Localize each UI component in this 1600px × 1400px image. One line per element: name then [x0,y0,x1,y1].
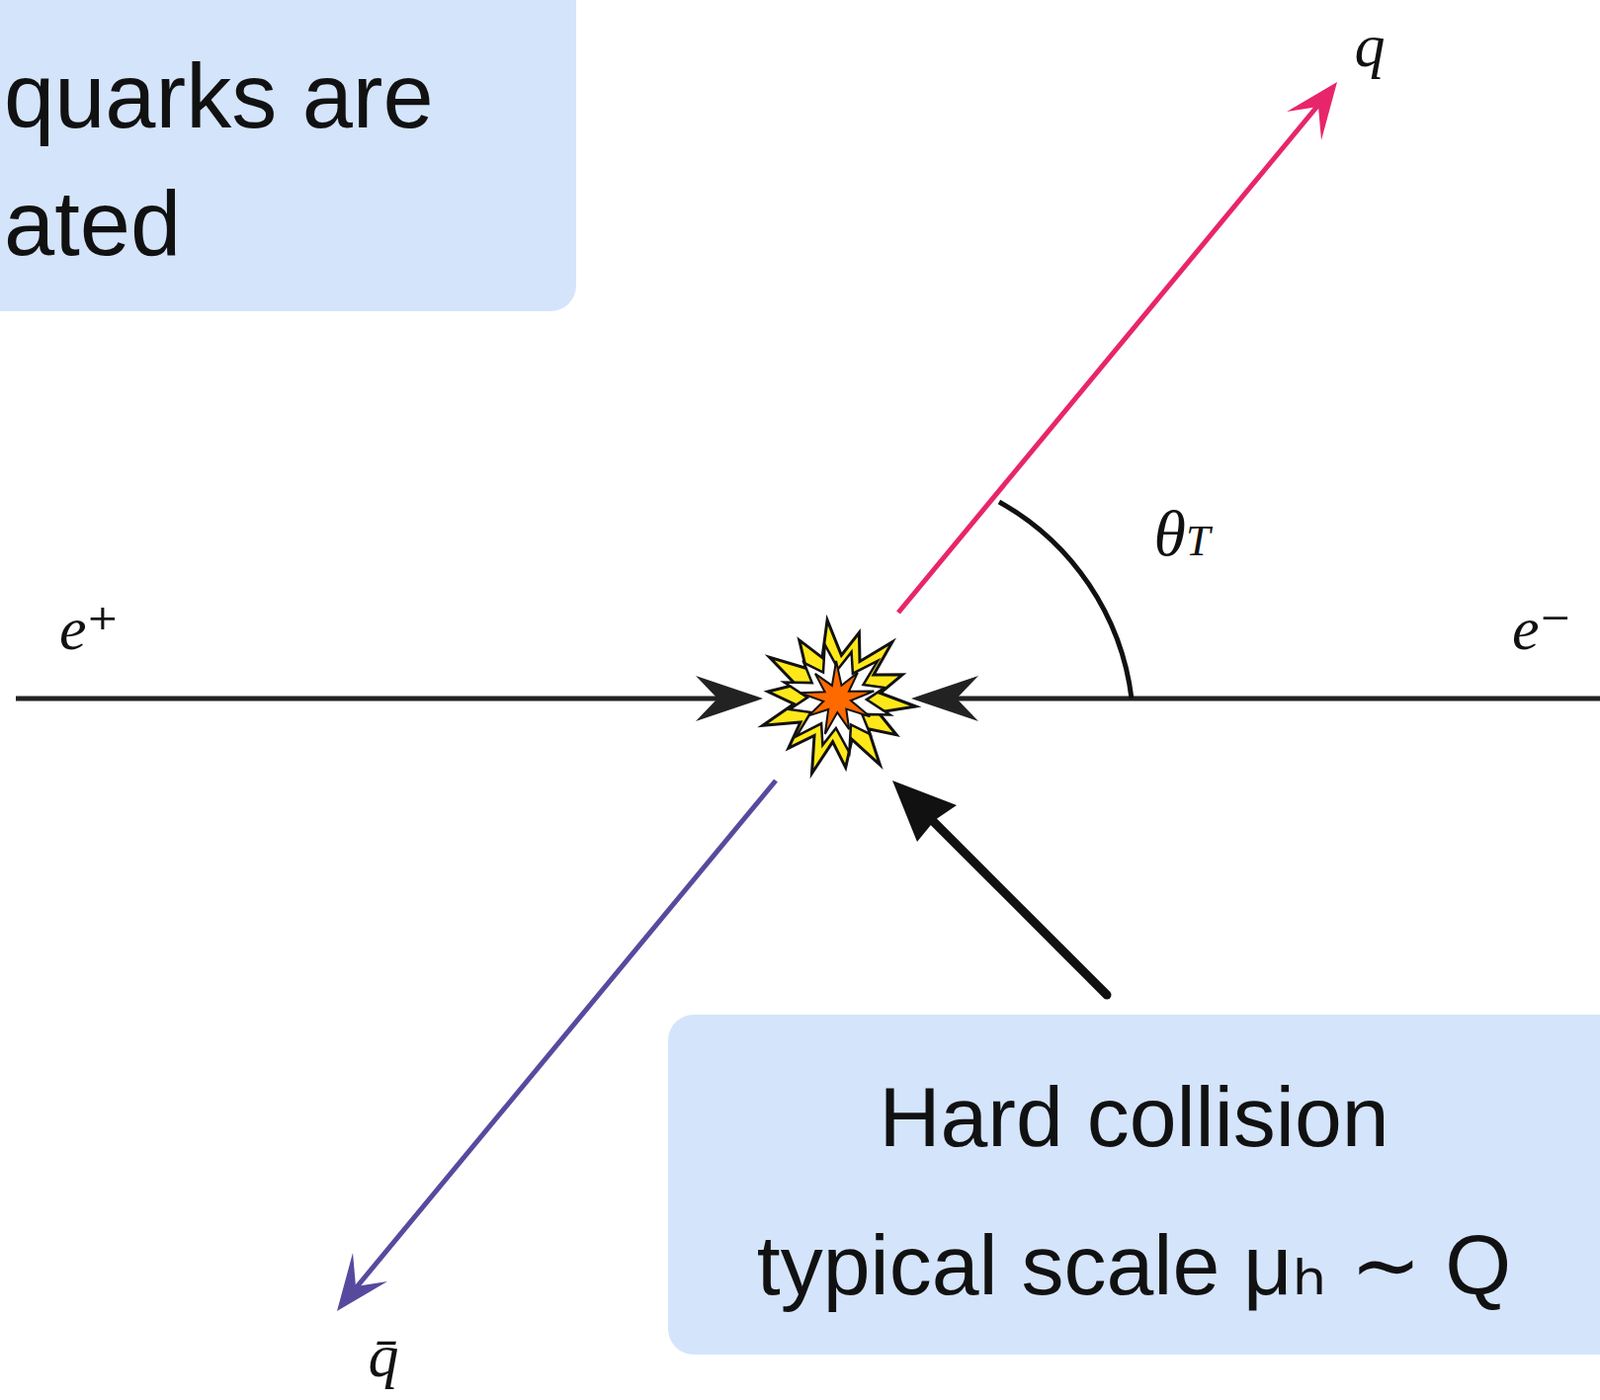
antiquark-arrowhead [336,1253,388,1312]
pointer-arrowhead [892,780,957,843]
callout-box: Hard collisiontypical scale μₕ ∼ Q [668,1014,1600,1355]
beam-arrowhead [911,675,979,722]
callout-box: quarks are ated [0,0,577,312]
quark-arrowhead [1286,82,1338,141]
burst-middle [784,644,891,753]
burst-outer [762,620,917,774]
particle-label: e⁻ [1512,597,1572,660]
burst-core [799,661,874,735]
beam-arrowhead [695,675,763,722]
particle-label: q̄ [368,1325,400,1387]
callout-text: quarks are ated [3,32,499,288]
pointer-arrow [919,807,1107,996]
positron-beam [15,696,752,702]
explosion-symbol [762,620,917,774]
quark-line [898,97,1325,613]
callout-text: Hard collision [677,1042,1591,1191]
particle-label: θT [1154,501,1211,567]
particle-label: e⁺ [59,597,119,660]
callout-text: typical scale μₕ ∼ Q [677,1190,1591,1340]
particle-label: q [1354,14,1386,77]
angle-arc [999,502,1132,699]
electron-beam [923,696,1600,702]
